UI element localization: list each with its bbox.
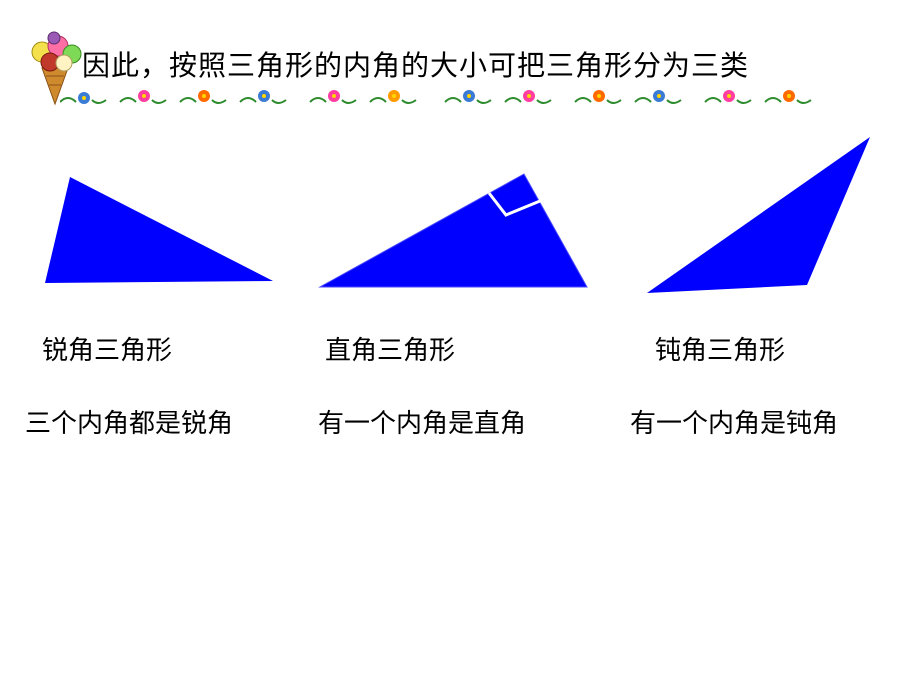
right-angle-mark [487,192,541,217]
acute-triangle-description: 三个内角都是锐角 [25,409,234,439]
acute-triangle-name: 锐角三角形 [42,336,173,366]
right-triangle-name: 直角三角形 [325,336,456,366]
flower-border [60,90,812,104]
page-title: 因此，按照三角形的内角的大小可把三角形分为三类 [82,49,750,82]
right-triangle [318,173,588,288]
right-triangle-description: 有一个内角是直角 [318,409,527,439]
obtuse-triangle-name: 钝角三角形 [655,336,786,366]
obtuse-triangle-description: 有一个内角是钝角 [630,409,839,439]
obtuse-triangle [647,137,870,293]
acute-triangle [45,177,273,283]
ice-cream-icon [31,31,82,106]
